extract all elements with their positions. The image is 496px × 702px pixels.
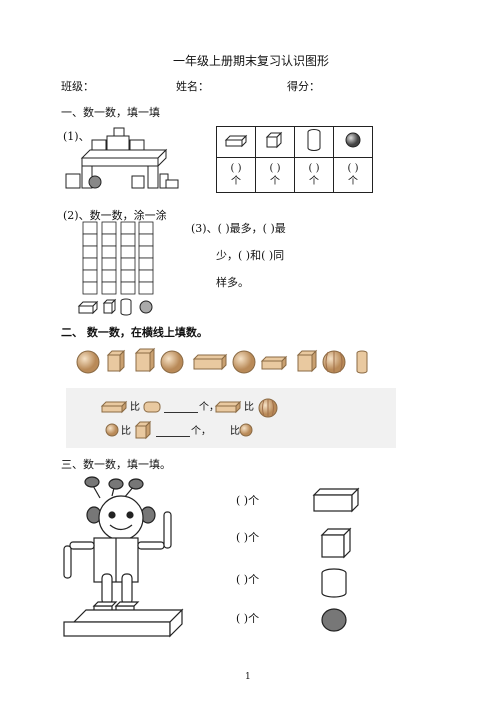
q3-line3: 样多。	[216, 276, 249, 289]
compare-word-2: 比	[244, 402, 254, 413]
compare-shapes	[100, 398, 278, 440]
class-label: 班级：	[61, 80, 94, 93]
coloring-shape-legend	[77, 298, 153, 316]
cuboid-count[interactable]: ( ) 个	[216, 157, 256, 193]
cube-count[interactable]: ( ) 个	[255, 157, 295, 193]
cuboid-icon	[224, 134, 248, 147]
q2-label: (2)、数一数，涂一涂	[63, 209, 167, 222]
score-label: 得分：	[287, 80, 320, 93]
shape-row	[76, 347, 368, 374]
answer-row-4[interactable]: ( )个	[236, 612, 260, 625]
compare-word-3: 比	[121, 426, 131, 437]
sphere-icon	[345, 132, 361, 148]
coloring-grid[interactable]	[82, 221, 154, 296]
block-building-figure	[65, 127, 179, 189]
compare-panel	[66, 388, 396, 448]
cube-cell	[255, 126, 295, 158]
robot-figure	[63, 476, 184, 638]
answer-row-2[interactable]: ( )个	[236, 531, 260, 544]
answer-row-1[interactable]: ( )个	[236, 494, 260, 507]
answer-row-3[interactable]: ( )个	[236, 573, 260, 586]
unit-1: 个，	[199, 402, 219, 413]
cuboid-cell	[216, 126, 256, 158]
blank-2[interactable]	[156, 436, 190, 437]
section3-heading: 三、数一数，填一填。	[61, 458, 171, 471]
answer-shapes	[312, 487, 360, 632]
name-label: 姓名：	[176, 80, 209, 93]
cylinder-cell	[294, 126, 334, 158]
compare-word-4: 比	[230, 426, 240, 437]
section2-heading: 二、 数一数，在横线上填数。	[61, 326, 208, 339]
q3-line1: (3)、( )最多，( )最	[191, 222, 286, 235]
unit-2: 个，	[191, 426, 211, 437]
q3-line2: 少，( )和( )同	[216, 249, 285, 262]
cylinder-icon	[307, 129, 321, 151]
section1-heading: 一、数一数，填一填	[61, 106, 160, 119]
cylinder-count[interactable]: ( ) 个	[294, 157, 334, 193]
q1-label: (1)、	[63, 130, 90, 143]
blank-1[interactable]	[164, 412, 198, 413]
sphere-count[interactable]: ( ) 个	[333, 157, 373, 193]
compare-word-1: 比	[130, 402, 140, 413]
page-title: 一年级上册期末复习认识图形	[173, 54, 330, 68]
page-number: 1	[245, 672, 251, 682]
sphere-cell	[333, 126, 373, 158]
cube-icon	[265, 131, 283, 149]
shape-count-table: ( ) 个 ( ) 个 ( ) 个 ( ) 个	[216, 126, 373, 193]
